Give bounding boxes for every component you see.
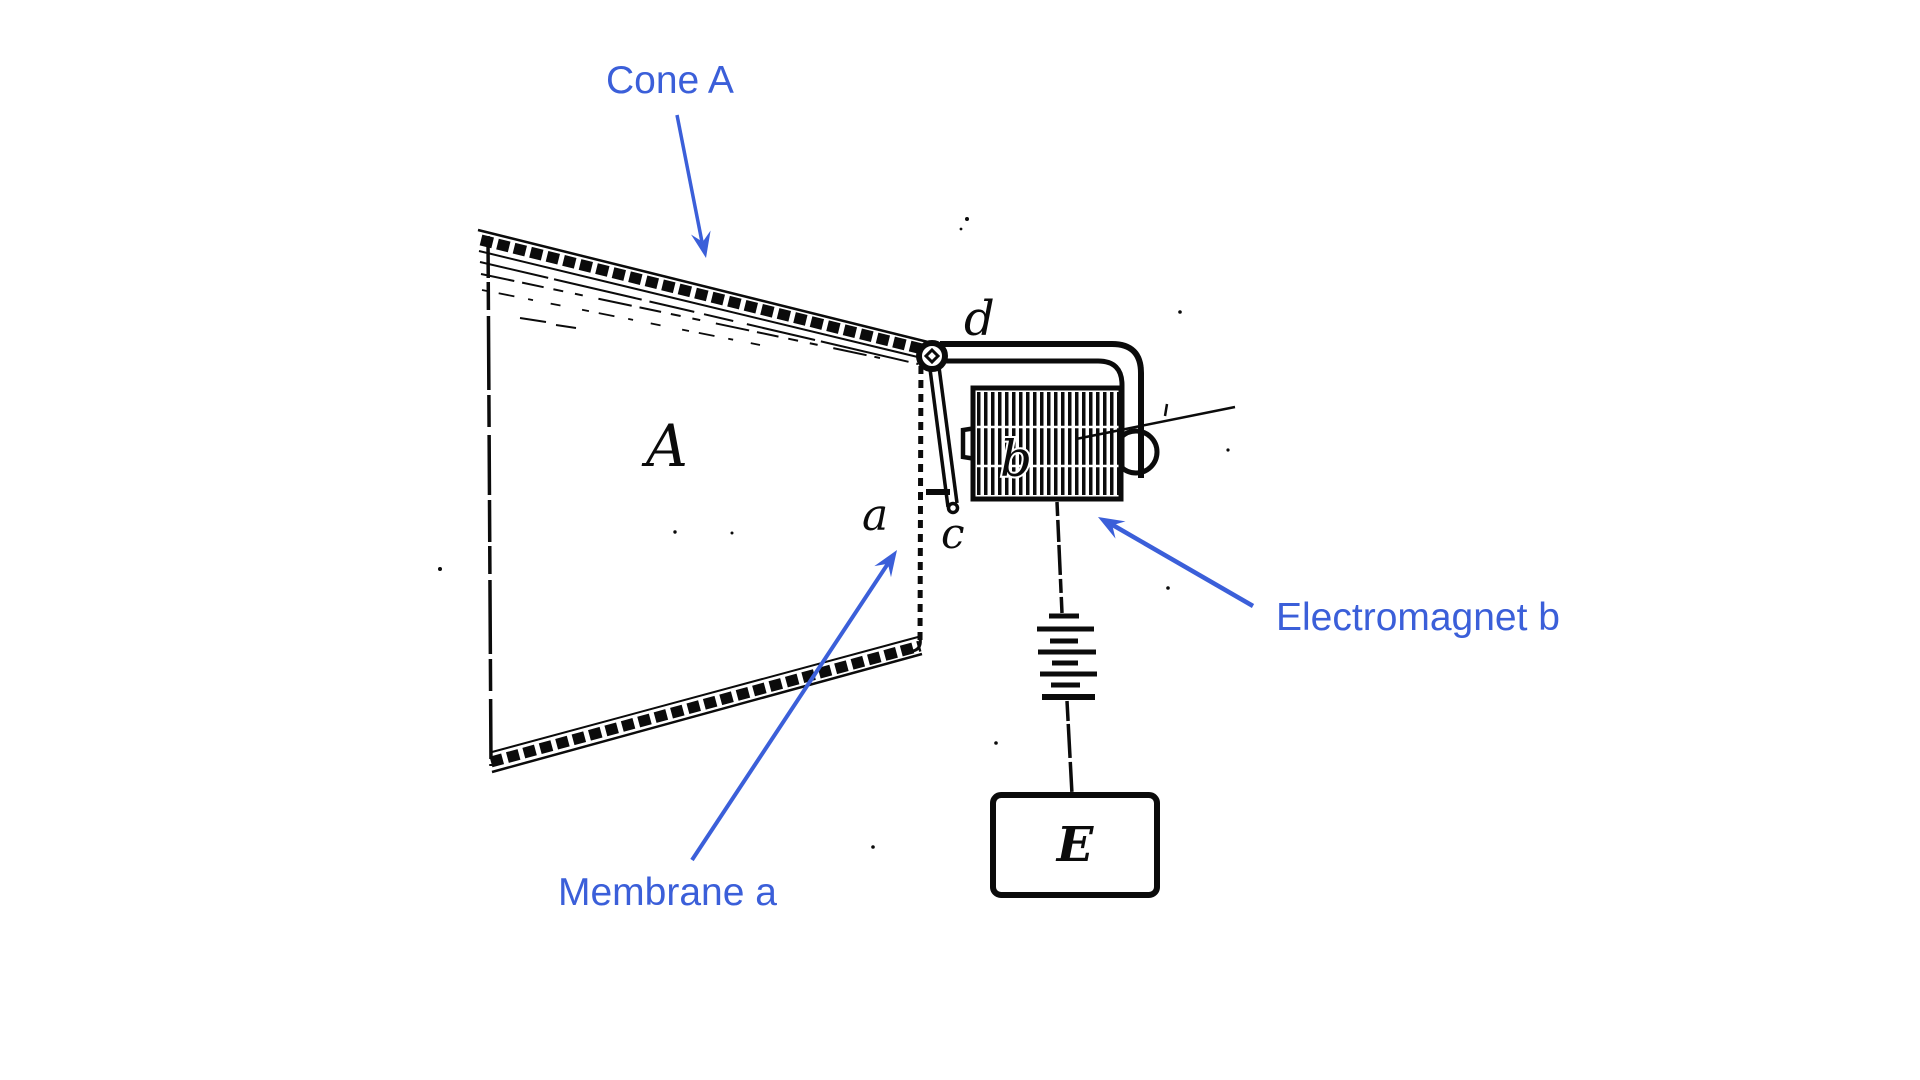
wire-battery-to-box [1065,700,1074,795]
coil-body [970,385,1124,502]
yoke-outer [940,341,1144,478]
cone-annotation-arrow [675,114,711,258]
letter-coil-b: b [1000,430,1032,488]
lever-rod [926,366,960,515]
source-box [990,792,1160,898]
letter-cone-A: A [641,412,688,480]
membrane-annotation-label: Membrane a [558,871,777,914]
lead-wire [1075,403,1236,441]
membrane-line [917,351,924,645]
electromagnet-annotation-label: Electromagnet b [1276,596,1560,639]
pivot-circle [916,340,948,372]
scan-speckles [438,217,1230,849]
wire-coil-to-battery [1055,501,1064,614]
left-clip [960,425,977,462]
letter-lever-c: c [941,509,965,558]
battery-symbol [1037,613,1097,700]
letter-membrane-a: a [862,490,888,541]
electromagnet-annotation-arrow [1098,517,1255,608]
pivot-hinge [916,340,948,372]
yoke-inner [942,358,1125,468]
electromagnet-assembly [940,341,1236,502]
membrane-annotation-arrow [690,550,897,862]
cone-annotation-label: Cone A [606,59,734,102]
battery-circuit [990,501,1160,898]
letter-source-E: E [1055,817,1095,873]
letter-yoke-d: d [964,291,995,347]
